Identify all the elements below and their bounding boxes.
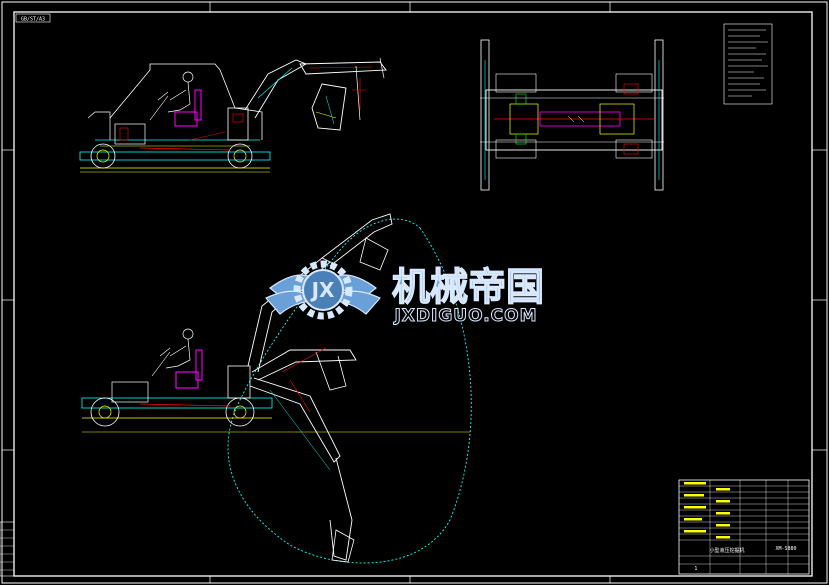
notes-block [723,23,773,105]
top-view [480,39,664,191]
watermark: JX 机械帝国 JXDIGUO.COM [265,260,545,327]
title-block: 小型液压挖掘机 XM-SB80 1 [678,479,810,575]
drawing-code: XM-SB80 [775,546,796,552]
sheet-number: 1 [694,566,697,572]
corner-tag-text: GB/ST/A3 [21,17,45,23]
title-block-title: 小型液压挖掘机 [709,547,744,554]
gear-wings-logo-icon: JX [265,260,381,320]
inner-border [13,11,813,577]
watermark-logo-letters: JX [310,278,335,302]
side-view-top [79,57,387,173]
corner-tag-box [15,13,51,23]
watermark-en-text: JXDIGUO.COM [393,306,537,326]
watermark-cn-text: 机械帝国 [392,265,544,309]
left-stamp-block [0,521,15,577]
side-view-bottom [81,213,472,564]
